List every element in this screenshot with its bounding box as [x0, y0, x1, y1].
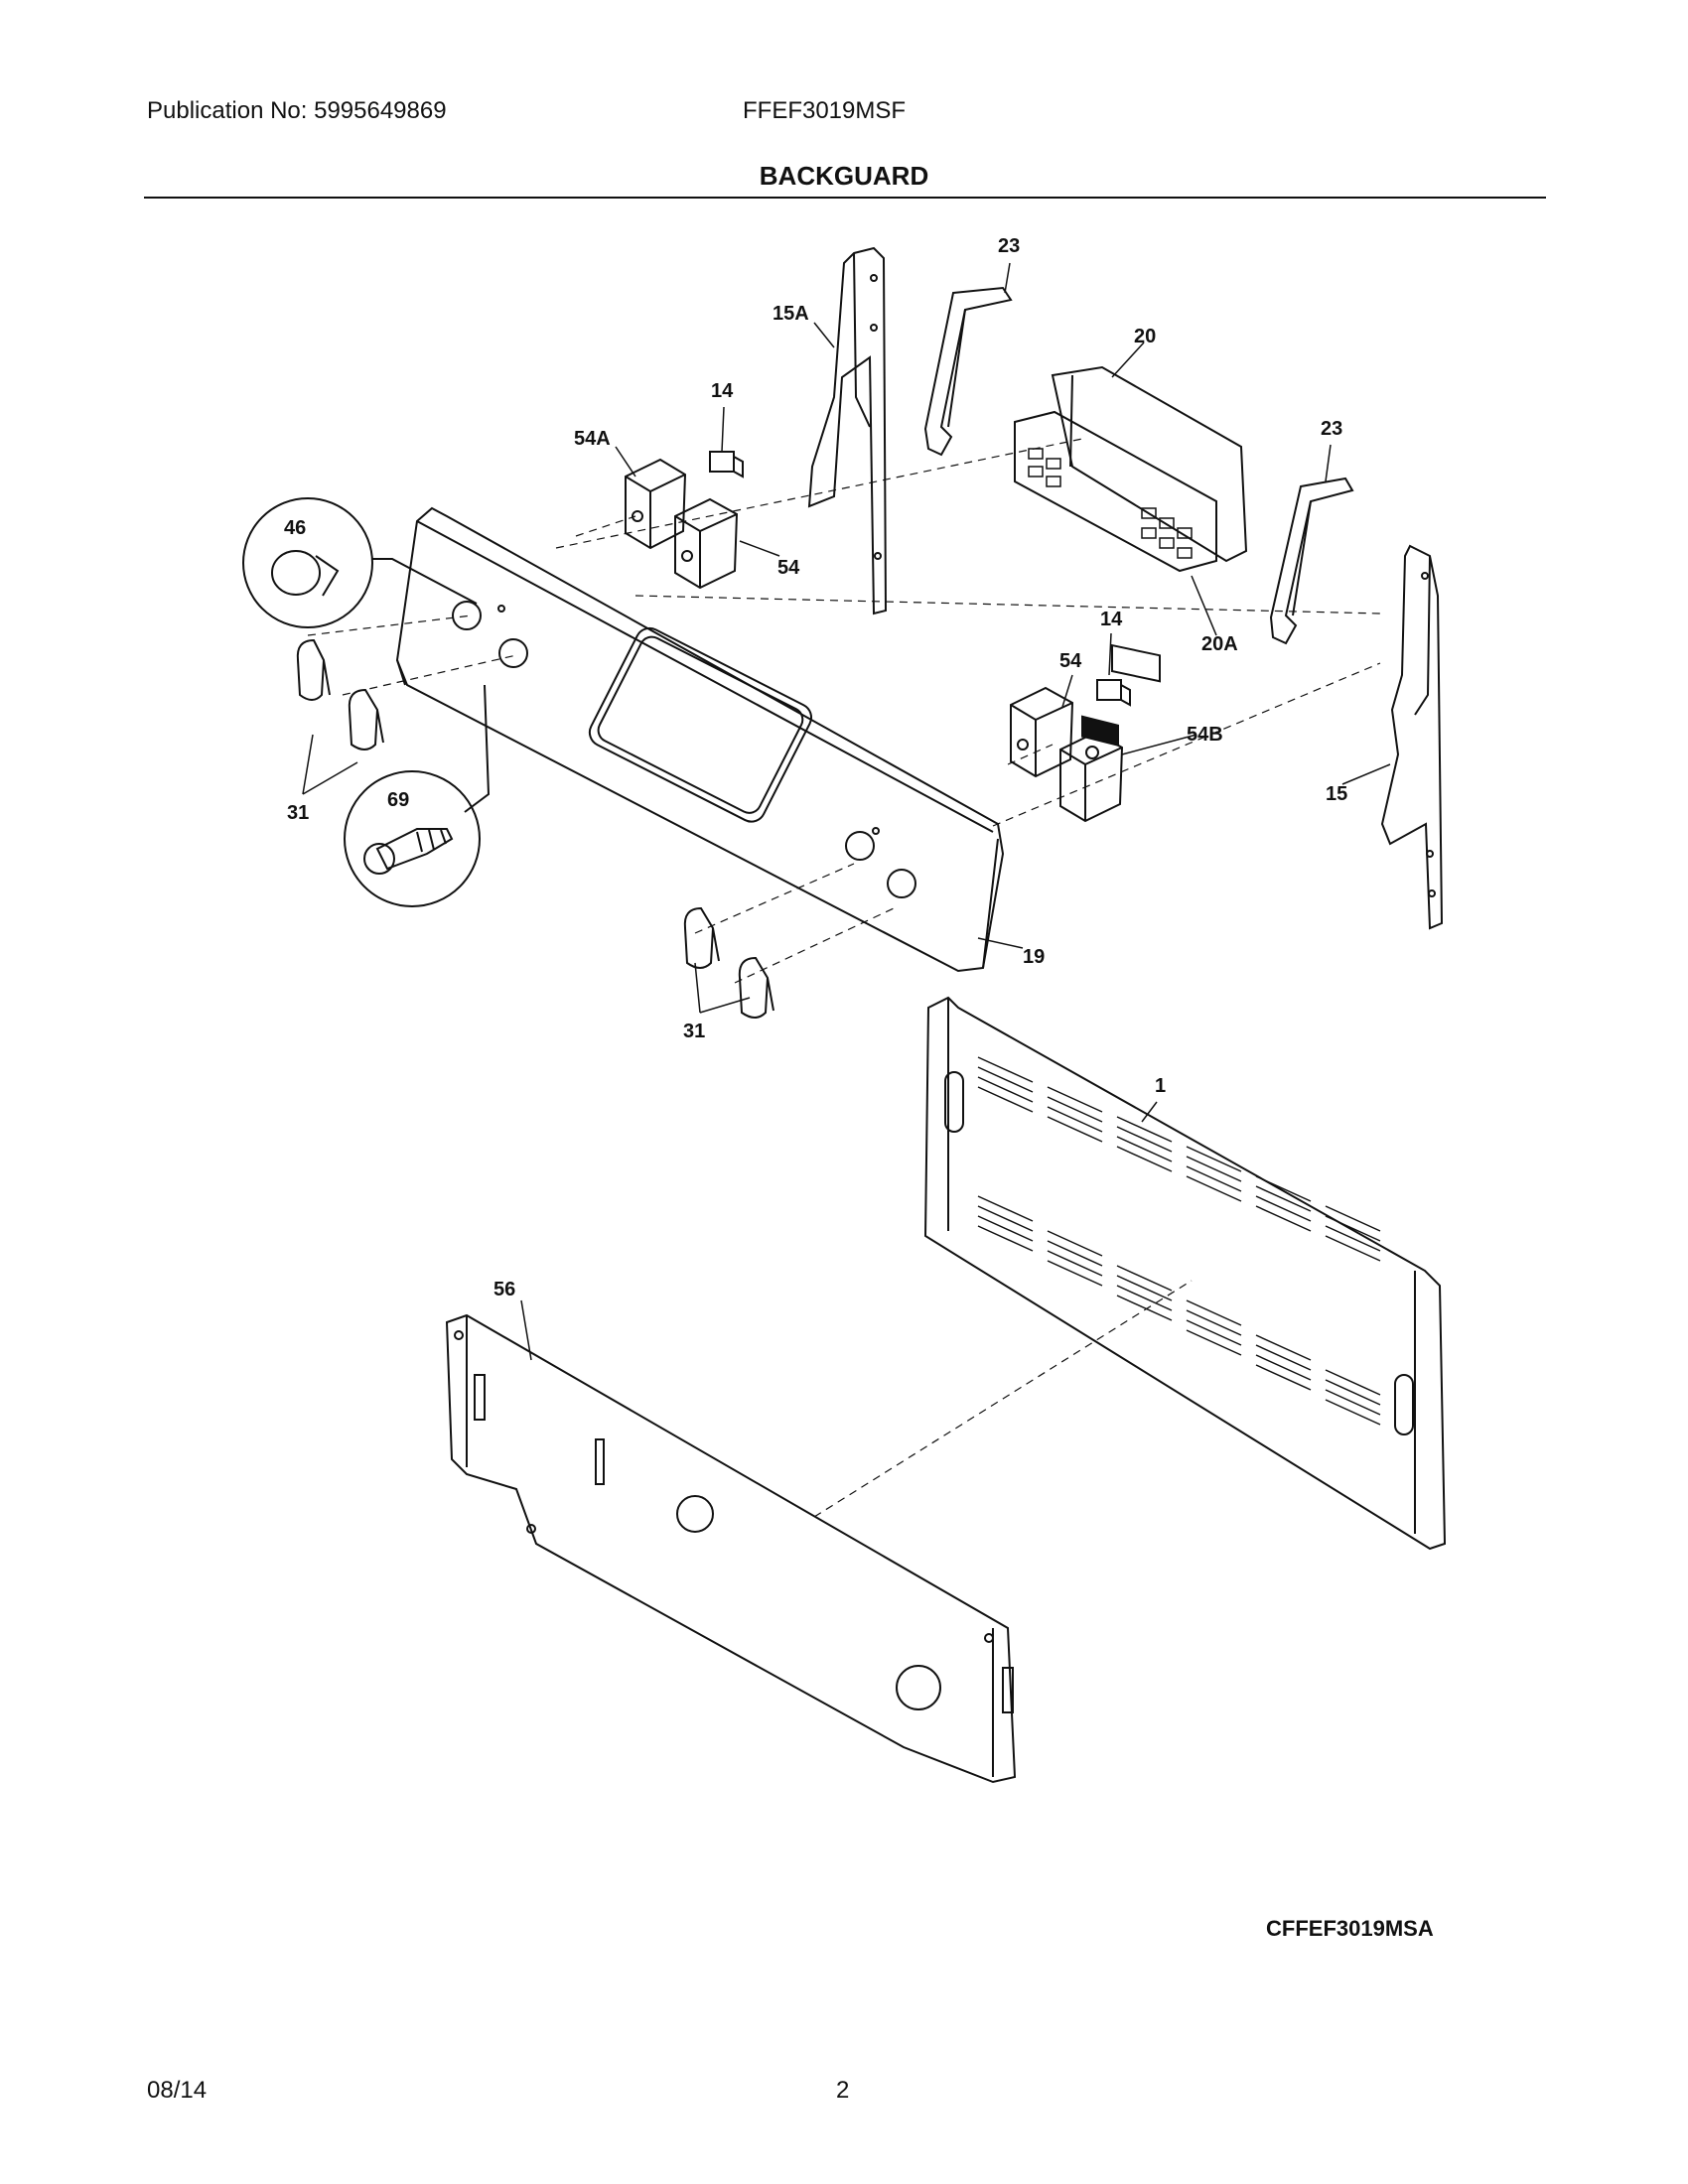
backguard-panel-19: [395, 506, 1005, 973]
callout-54A: 54A: [574, 428, 611, 450]
callout-14-middle: 14: [1100, 609, 1123, 630]
switch-54-middle: [1010, 686, 1074, 778]
callout-31-left: 31: [287, 802, 309, 824]
overlay-20A: [1014, 410, 1217, 747]
panel-knob-holes: [452, 601, 916, 898]
alignment-lines: [307, 438, 1381, 1518]
control-knob-31-left-b: [348, 688, 384, 751]
bracket-23-lower: [1269, 477, 1354, 645]
rear-panel-1: [923, 996, 1447, 1551]
title-rule: [144, 197, 1546, 199]
end-bracket-15A: [807, 246, 888, 615]
callout-20A: 20A: [1201, 633, 1238, 655]
overlay-buttons: [1028, 448, 1193, 559]
end-bracket-15: [1380, 544, 1444, 930]
publication-number: Publication No: 5995649869: [147, 97, 447, 124]
callout-46: 46: [284, 517, 306, 539]
callout-54-middle: 54: [1059, 650, 1082, 672]
callout-14-upper: 14: [711, 380, 734, 402]
callout-leaders: [302, 262, 1391, 1361]
vent-slots: [977, 1056, 1381, 1426]
callout-23-lower: 23: [1321, 418, 1342, 440]
lower-panel-56: [445, 1313, 1017, 1784]
control-knob-31-left-a: [296, 638, 331, 701]
callout-56: 56: [493, 1279, 515, 1300]
screw-69-detail: [344, 770, 481, 907]
control-knob-31-right-a: [683, 906, 720, 969]
model-number: FFEF3019MSF: [743, 97, 907, 124]
callout-69: 69: [387, 789, 409, 811]
footer-date: 08/14: [147, 2077, 208, 2104]
leader-69: [464, 684, 491, 813]
callout-15: 15: [1326, 783, 1347, 805]
switch-14-middle: [1096, 679, 1131, 707]
callout-15A: 15A: [773, 303, 809, 325]
page-number: 2: [836, 2077, 850, 2104]
diagram-code: CFFEF3019MSA: [1266, 1916, 1434, 1941]
callout-20: 20: [1134, 326, 1156, 347]
knob-cap-46-detail: [242, 497, 373, 628]
callout-54B: 54B: [1187, 724, 1223, 746]
callout-19: 19: [1023, 946, 1045, 968]
leader-46: [372, 558, 478, 605]
switch-54A: [625, 458, 687, 550]
bracket-23-upper: [923, 286, 1013, 457]
switch-54B: [1059, 731, 1124, 823]
callout-31-right: 31: [683, 1021, 705, 1042]
callout-23-upper: 23: [998, 235, 1020, 257]
switch-54-upper: [674, 497, 739, 590]
callout-1: 1: [1155, 1075, 1166, 1097]
callout-54-upper: 54: [777, 557, 800, 579]
control-knob-31-right-b: [738, 956, 774, 1019]
page-title: BACKGUARD: [759, 161, 929, 191]
switch-14-upper: [709, 451, 744, 478]
